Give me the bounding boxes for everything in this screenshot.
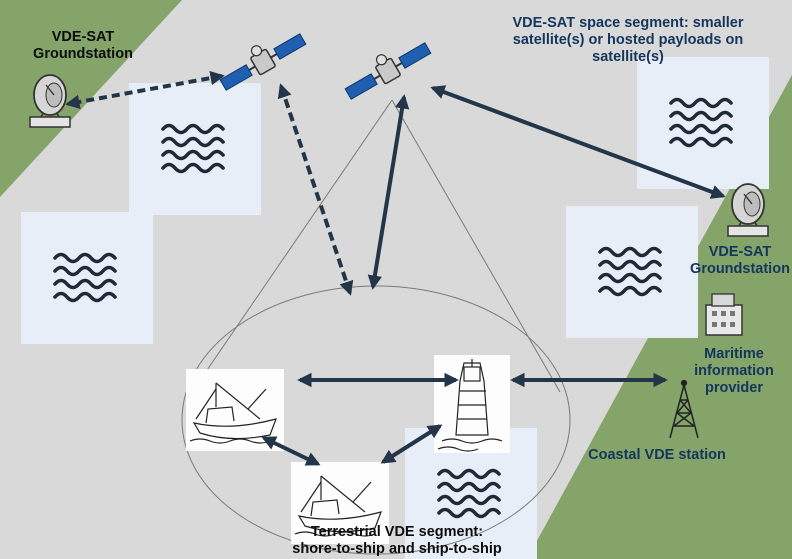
water-wave-icon	[564, 204, 700, 340]
water-wave-icon	[635, 55, 771, 191]
link-arrow-satellite-groundstation	[430, 85, 726, 199]
building-icon	[705, 293, 743, 336]
water-wave-icon	[127, 81, 263, 217]
terrestrial-segment-label: Terrestrial VDE segment:shore-to-ship an…	[292, 524, 502, 558]
water-wave-icon	[19, 210, 155, 346]
link-arrow-satellite-footprint	[367, 94, 410, 290]
link-arrow-satellite-footprint-dashed	[277, 83, 354, 296]
link-arrow-ship-ship-diagonal-left	[261, 436, 321, 466]
cargo-ship-icon	[433, 354, 511, 454]
radio-tower-icon	[669, 379, 699, 439]
link-arrow-groundstation-satellite	[65, 70, 225, 110]
coastal-station-label: Coastal VDE station	[588, 447, 726, 463]
link-arrow-ship-ship-diagonal-right	[380, 424, 443, 464]
